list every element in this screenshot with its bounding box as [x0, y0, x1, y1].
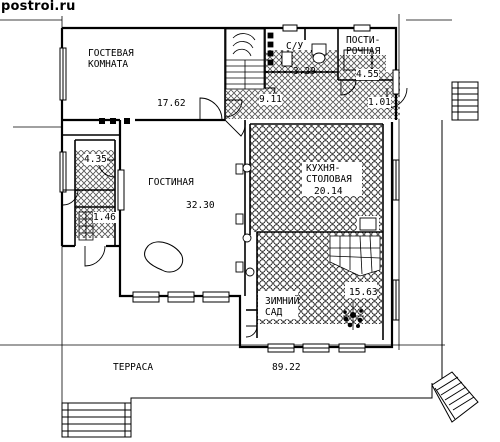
sockets [235, 163, 377, 277]
room-wc-area: 3.29 [293, 66, 316, 77]
terrace-stairs-left [61, 402, 132, 438]
plant-icon [343, 309, 363, 328]
label-backgrounds [258, 162, 379, 319]
room-living-area: 32.30 [186, 200, 215, 211]
room-kitchen-name-line2: СТОЛОВАЯ [306, 174, 352, 185]
room-garden-name-line1: ЗИМНИЙ [265, 296, 300, 307]
room-laundry-name: ПОСТИ-РОЧНАЯ [346, 35, 380, 57]
closet-fixtures [78, 211, 94, 241]
main-stair [225, 28, 274, 90]
room-kitchen-name: КУХНЯ-СТОЛОВАЯ [306, 163, 352, 185]
room-kitchen-area: 20.14 [314, 186, 343, 197]
room-living-name: ГОСТИНАЯ [148, 177, 194, 188]
site-watermark: postroi.ru [1, 0, 76, 14]
room-vestibule-area: 1.01 [368, 97, 391, 108]
room-guest-name-line1: ГОСТЕВАЯ [88, 48, 134, 59]
room-guest-area: 17.62 [157, 98, 186, 109]
room-guest-name-line2: КОМНАТА [88, 59, 129, 70]
room-kitchen-name-line1: КУХНЯ- [306, 163, 341, 174]
room-laundry-name-line1: ПОСТИ- [346, 35, 381, 46]
rug [144, 241, 184, 273]
room-closet-b-area: 1.46 [93, 212, 116, 223]
room-garden-area: 15.63 [349, 287, 378, 298]
room-closet-a-area: 4.35 [84, 154, 107, 165]
side-stairs-right [451, 81, 479, 121]
terrace-name: ТЕРРАСА [113, 362, 154, 373]
room-laundry-name-line2: РОЧНАЯ [346, 46, 381, 57]
room-garden-name-line2: САД [265, 307, 283, 318]
windows [59, 24, 400, 353]
wall-posts [99, 118, 130, 124]
terrace-area: 89.22 [272, 362, 301, 373]
garden-stair [329, 235, 381, 277]
room-wc-name: С/У [286, 41, 304, 52]
corner-stairs [431, 371, 479, 423]
room-hall-area: 9.11 [259, 94, 282, 105]
interior-walls [62, 28, 396, 340]
room-laundry-area: 4.55 [356, 69, 379, 80]
